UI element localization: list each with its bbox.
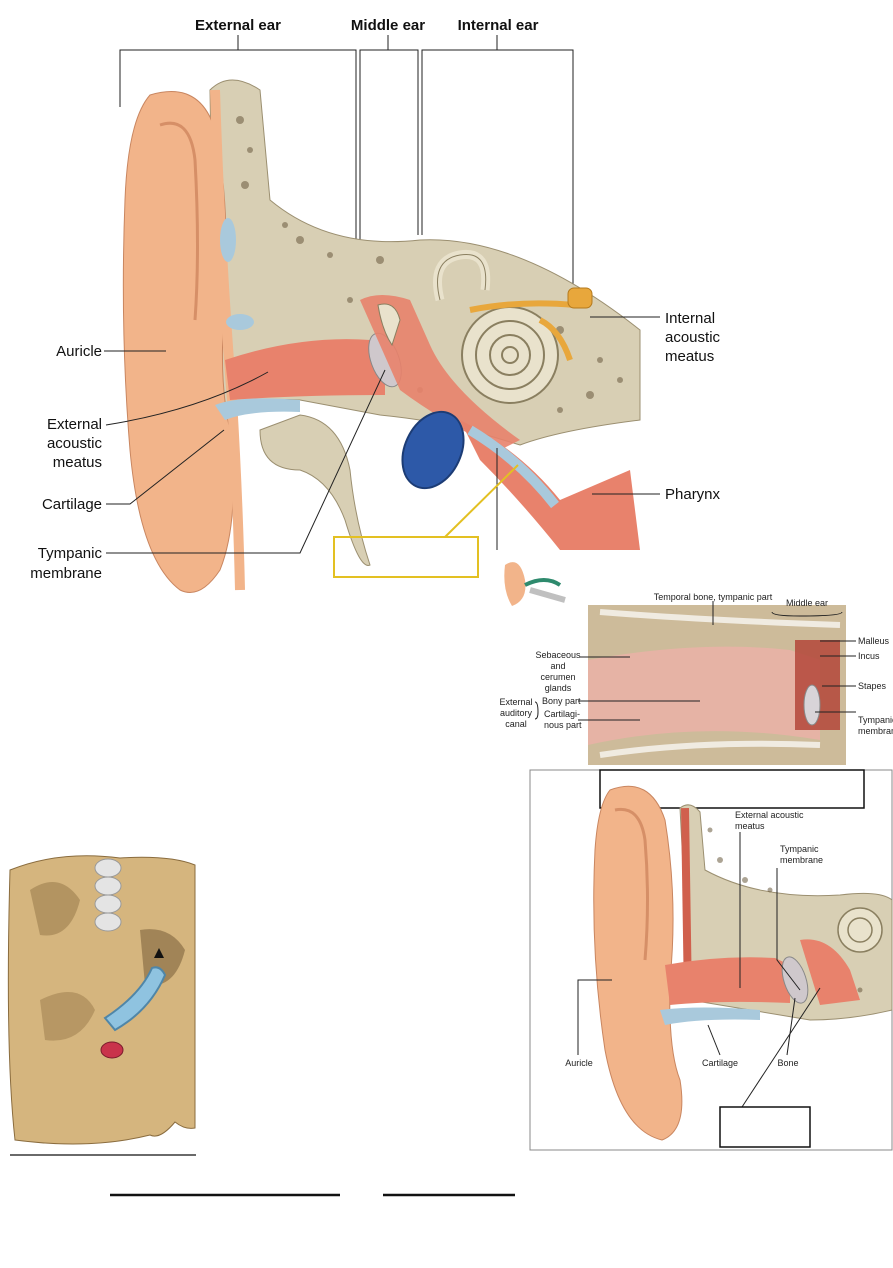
brace-external-auditory-canal	[534, 701, 539, 720]
nerve	[469, 300, 576, 313]
small-tympanic	[781, 956, 809, 1004]
label-eam-2: acoustic	[47, 435, 103, 452]
main-ear-diagram: External ear Middle ear Internal ear	[30, 17, 721, 593]
label-tm-2: membrane	[30, 565, 102, 582]
internal-acoustic-meatus-nerve	[567, 287, 593, 309]
header-internal-ear: Internal ear	[458, 17, 539, 34]
canal-lumen	[588, 646, 820, 745]
label-small-cartilage: Cartilage	[702, 1058, 738, 1068]
label-iam-3: meatus	[665, 348, 714, 365]
bracket-middle-ear	[359, 49, 419, 245]
internal-jugular-vein	[401, 410, 465, 490]
label-tympanic-2: membrane	[858, 726, 893, 736]
cartilage-lower	[215, 398, 300, 420]
header-middle-ear: Middle ear	[351, 17, 425, 34]
label-iam-1: Internal	[665, 310, 715, 327]
label-stapes: Stapes	[858, 681, 887, 691]
label-small-auricle: Auricle	[565, 1058, 593, 1068]
label-external-3: canal	[505, 719, 527, 729]
label-cartilaginous-2: nous part	[544, 720, 582, 730]
skull-base-diagram	[7, 855, 196, 1156]
answer-box-bottom[interactable]	[719, 1106, 811, 1148]
label-tympanic-1: Tympanic	[858, 715, 893, 725]
label-sebaceous-4: glands	[545, 683, 572, 693]
label-small-eam-2: meatus	[735, 821, 765, 831]
label-bony-part: Bony part	[542, 696, 581, 706]
small-canal	[665, 957, 790, 1005]
small-ear-diagram: External acoustic meatus Tympanic membra…	[529, 769, 893, 1151]
label-cartilage: Cartilage	[42, 496, 102, 513]
leader-cartilage	[106, 429, 225, 505]
leader-eam	[105, 371, 269, 426]
bone-texture	[236, 116, 623, 413]
label-small-tm-2: membrane	[780, 855, 823, 865]
header-external-ear: External ear	[195, 17, 281, 34]
bracket-middle-ear-small	[771, 611, 843, 617]
leader-answer-box	[444, 464, 519, 538]
external-acoustic-canal	[225, 339, 385, 400]
carotid-opening	[100, 1041, 124, 1059]
label-tm-1: Tympanic	[38, 545, 103, 562]
middle-ear-cavity	[360, 295, 520, 450]
label-eam-1: External	[47, 416, 102, 433]
canal-diagram: Temporal bone, tympanic part Middle ear …	[499, 556, 893, 765]
label-small-bone: Bone	[777, 1058, 798, 1068]
skull-base	[7, 855, 196, 1145]
ossicles	[377, 303, 401, 347]
small-auricle	[593, 785, 683, 1141]
label-external-2: auditory	[500, 708, 533, 718]
pointer-arrowhead	[154, 948, 164, 958]
tube-cartilage	[103, 966, 167, 1032]
label-temporal-bone: Temporal bone, tympanic part	[654, 592, 773, 602]
cartilage-upper	[220, 218, 236, 262]
label-sebaceous-3: cerumen	[540, 672, 575, 682]
label-cartilaginous-1: Cartilagi-	[544, 709, 580, 719]
label-pharynx: Pharynx	[665, 486, 721, 503]
label-sebaceous-2: and	[550, 661, 565, 671]
label-middle-ear: Middle ear	[786, 598, 828, 608]
styloid-process	[259, 414, 371, 566]
teeth	[94, 858, 122, 932]
label-sebaceous-1: Sebaceous	[535, 650, 581, 660]
label-small-tm-1: Tympanic	[780, 844, 819, 854]
label-small-eam-1: External acoustic	[735, 810, 804, 820]
label-external-1: External	[499, 697, 532, 707]
label-eam-3: meatus	[53, 454, 102, 471]
small-cartilage	[660, 1007, 760, 1025]
label-iam-2: acoustic	[665, 329, 721, 346]
leader-tympanic	[106, 369, 386, 554]
label-incus: Incus	[858, 651, 880, 661]
label-auricle: Auricle	[56, 343, 102, 360]
label-malleus: Malleus	[858, 636, 890, 646]
answer-box-tube[interactable]	[333, 536, 479, 578]
